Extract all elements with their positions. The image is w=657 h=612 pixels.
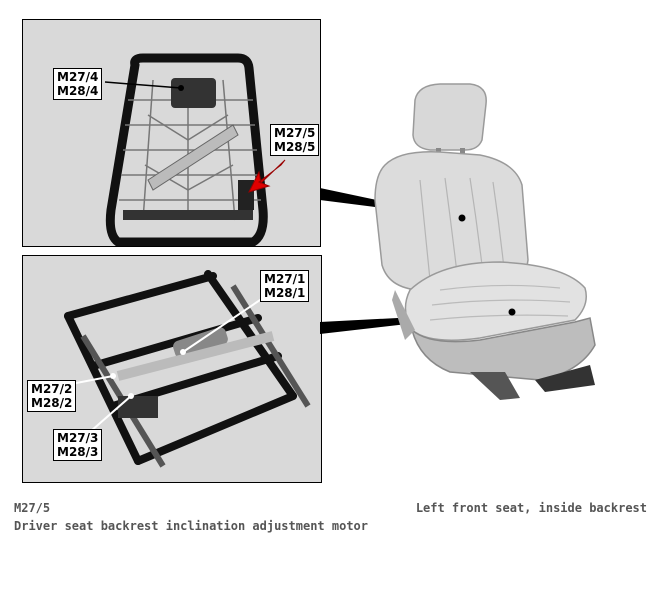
callout-m27-1-line1: M27/1 [264, 272, 306, 286]
red-arrow-icon [248, 159, 286, 193]
headrest-post-right [460, 148, 465, 160]
pointer-dot-cushion [508, 308, 516, 316]
callout-m27-4-line2: M28/4 [57, 84, 99, 98]
callout-m27-4: M27/4 M28/4 [53, 68, 103, 100]
leader-line-m27-4 [104, 81, 182, 89]
caption-code: M27/5 [14, 501, 51, 515]
spindle-tube [116, 331, 275, 381]
seat-base-drawing [64, 270, 311, 468]
leader-dot-m27-3 [128, 393, 134, 399]
callout-m27-5-line1: M27/5 [274, 126, 316, 140]
leader-dot-m27-2 [110, 373, 116, 379]
callout-m27-1-line2: M28/1 [264, 286, 306, 300]
leader-line-m27-3 [90, 395, 132, 432]
callout-m27-3: M27/3 M28/3 [53, 429, 103, 461]
callout-m27-1: M27/1 M28/1 [260, 270, 310, 302]
callout-m27-2: M27/2 M28/2 [27, 380, 77, 412]
lower-crossbar [123, 210, 253, 220]
leader-line-m27-1 [182, 297, 264, 353]
pointer-wedge-backrest [320, 188, 462, 218]
backrest-frame-photo: M27/4 M28/4 M27/5 M28/5 [22, 19, 321, 247]
backrest-stitching [419, 177, 506, 283]
seat-rail-left [470, 372, 520, 400]
seat-base-dark [535, 365, 595, 392]
leader-line-m27-2 [70, 375, 114, 385]
callout-m27-2-line1: M27/2 [31, 382, 73, 396]
seat-base-frame-photo: M27/1 M28/1 M27/2 M28/2 M27/3 M28/3 [22, 255, 322, 483]
leader-dot-m27-1 [180, 349, 186, 355]
frame-outline [105, 53, 268, 246]
callout-m27-3-line2: M28/3 [57, 445, 99, 459]
pointer-dot-backrest [458, 214, 466, 222]
callout-m27-5: M27/5 M28/5 [270, 124, 320, 156]
seat-side-panel [392, 290, 415, 340]
caption-description: Driver seat backrest inclination adjustm… [14, 519, 369, 533]
pointer-wedge-cushion [320, 312, 512, 334]
seat-cushion [404, 261, 587, 341]
cushion-stitching [429, 284, 571, 321]
motor-m27-3-shape [118, 396, 158, 418]
backrest [374, 151, 529, 291]
callout-m27-3-line1: M27/3 [57, 431, 99, 445]
seat-side-trim [410, 317, 596, 381]
backrest-frame-drawing [104, 53, 286, 246]
headrest [412, 83, 487, 151]
headrest-post-left [436, 148, 441, 160]
motor-m27-5-shape [238, 180, 254, 210]
motor-m27-4-shape [171, 78, 216, 108]
callout-m27-2-line2: M28/2 [31, 396, 73, 410]
caption-location: Left front seat, inside backrest [415, 501, 647, 515]
callout-m27-5-line2: M28/5 [274, 140, 316, 154]
callout-m27-4-line1: M27/4 [57, 70, 99, 84]
lumbar-band [147, 124, 239, 191]
leader-dot-m27-4 [178, 85, 184, 91]
